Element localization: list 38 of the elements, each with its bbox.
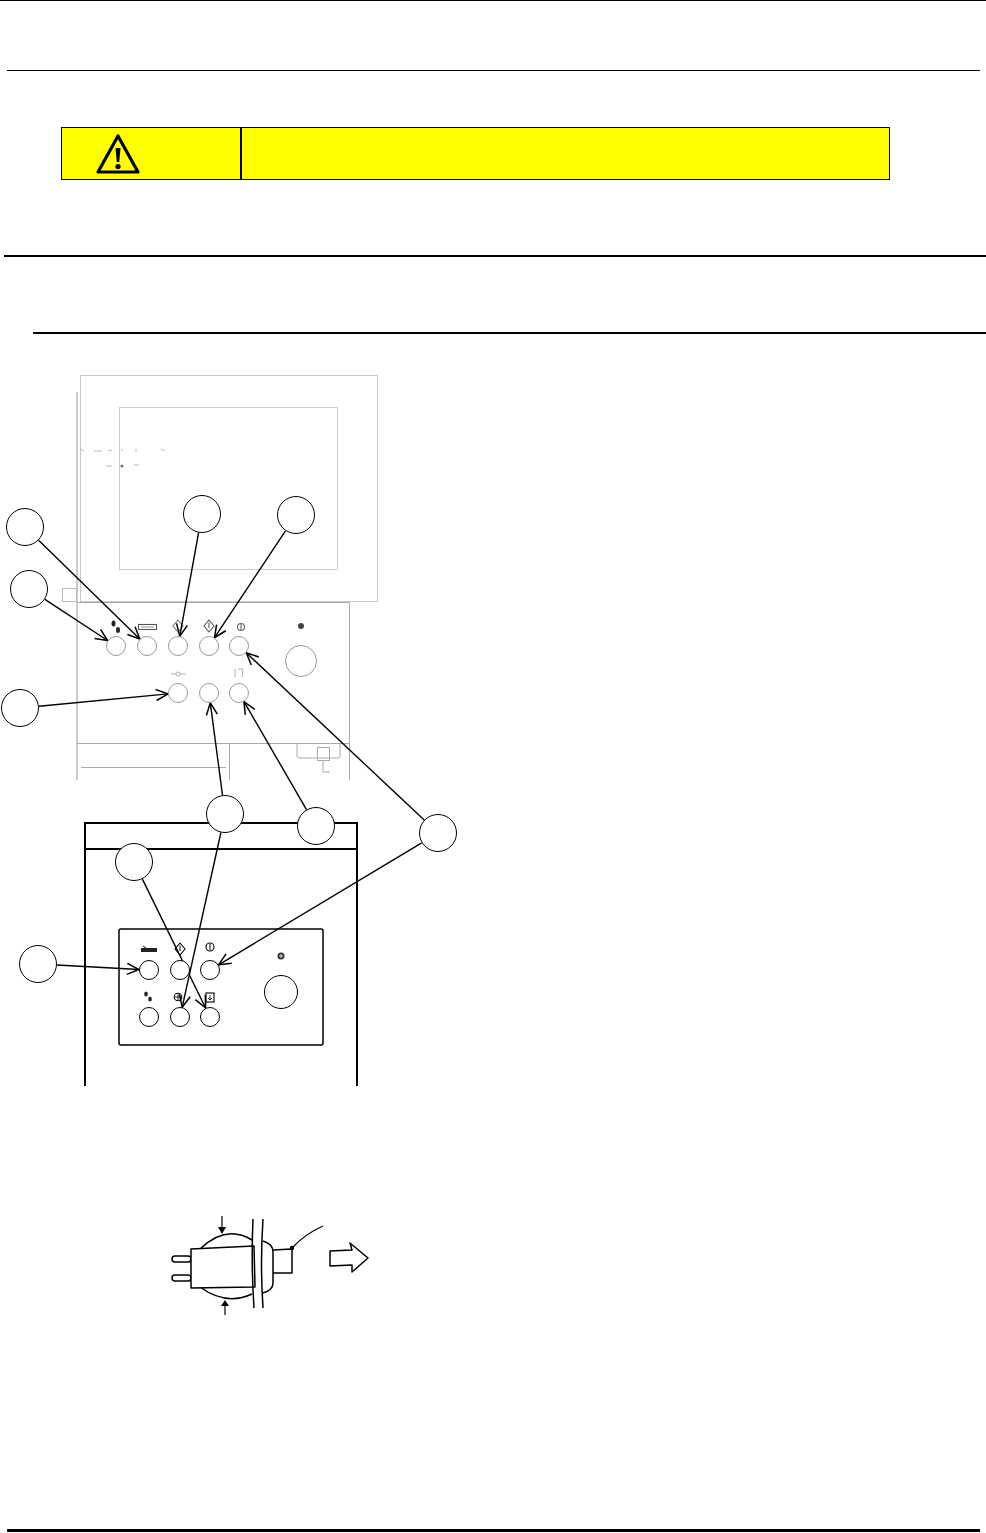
- callout-circle: [183, 495, 221, 533]
- push-button: [170, 960, 190, 980]
- leader-line: [56, 962, 140, 976]
- leader-line: [141, 878, 207, 1009]
- callout-circle: [115, 843, 153, 881]
- callout-circle: [19, 945, 57, 983]
- push-button: [229, 636, 249, 656]
- push-button: [139, 960, 159, 980]
- leader-line: [37, 539, 141, 640]
- leader-line: [213, 530, 287, 639]
- push-button: [200, 1007, 220, 1027]
- leader-line: [178, 831, 222, 1008]
- callout-circle: [206, 795, 244, 833]
- push-button: [199, 636, 219, 656]
- callout-circle: [1, 689, 39, 727]
- leader-line: [243, 700, 308, 811]
- callout-circle: [10, 570, 48, 608]
- push-button: [139, 1007, 159, 1027]
- push-button: [199, 683, 219, 703]
- callout-circle: [297, 807, 335, 845]
- callout-circle: [277, 496, 315, 534]
- push-button: [285, 645, 317, 677]
- callout-circle: [6, 508, 44, 546]
- push-button: [168, 636, 188, 656]
- leader-line: [38, 688, 169, 707]
- leader-line: [245, 652, 425, 821]
- leader-line: [175, 532, 200, 637]
- push-button: [200, 960, 220, 980]
- leader-line: [205, 702, 224, 796]
- leader-line: [217, 842, 423, 966]
- push-button: [106, 636, 126, 656]
- push-button: [168, 683, 188, 703]
- leader-line: [44, 598, 109, 642]
- push-button: [170, 1007, 190, 1027]
- push-button: [137, 636, 157, 656]
- push-button: [264, 975, 298, 1009]
- push-button: [229, 683, 249, 703]
- callout-circle: [419, 814, 457, 852]
